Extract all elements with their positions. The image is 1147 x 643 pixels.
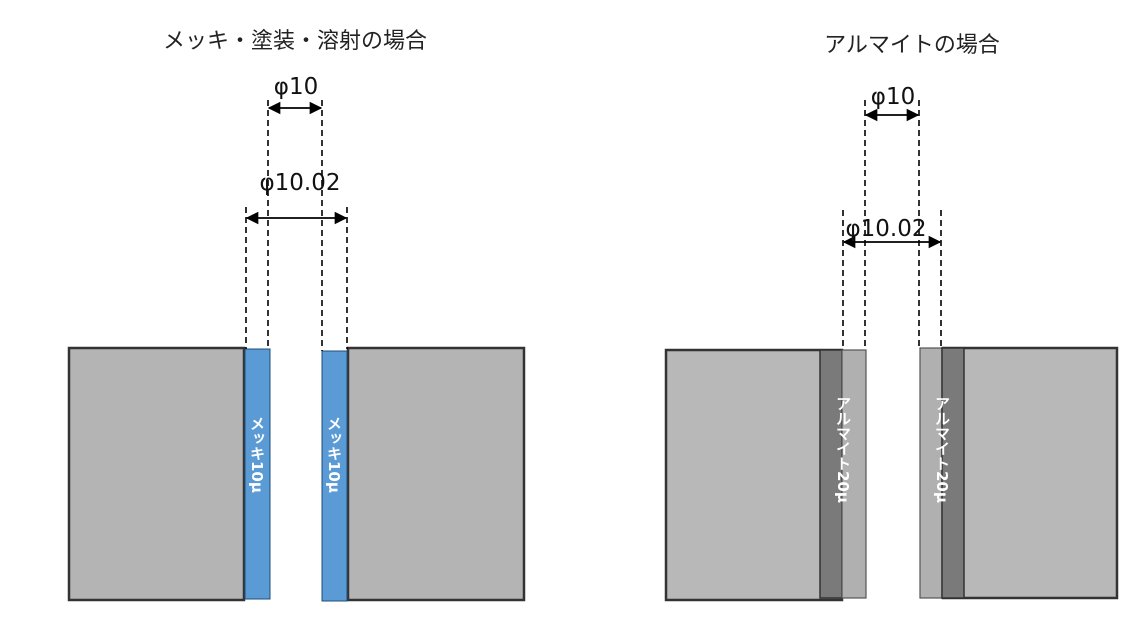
inner-diameter-label: φ10 [274, 74, 318, 100]
inner-diameter-label: φ10 [871, 84, 915, 110]
right-panel: アルマイトの場合 アルマイト20μ アルマイト20μ φ10 φ10.02 [664, 33, 1119, 602]
plating-label-left: メッキ10μ [248, 416, 266, 493]
left-base-block [664, 348, 844, 602]
anodize-penetration-right [941, 347, 965, 599]
plating-layer-left [244, 348, 271, 600]
left-panel-title: メッキ・塗装・溶射の場合 [163, 29, 427, 54]
right-base-block [941, 346, 1119, 600]
anodize-growth-left [841, 349, 867, 599]
left-panel: メッキ・塗装・溶射の場合 メッキ10μ メッキ10μ φ10 φ10.02 [67, 29, 526, 602]
outer-diameter-label: φ10.02 [259, 170, 340, 196]
outer-diameter-label: φ10.02 [845, 216, 926, 242]
right-panel-title: アルマイトの場合 [824, 33, 1000, 58]
plating-label-right: メッキ10μ [325, 416, 343, 493]
anodize-label-left: アルマイト20μ [834, 396, 852, 503]
right-base-block [346, 346, 526, 602]
plating-layer-right [321, 350, 348, 602]
left-base-block [67, 346, 246, 602]
anodize-label-right: アルマイト20μ [933, 396, 951, 503]
